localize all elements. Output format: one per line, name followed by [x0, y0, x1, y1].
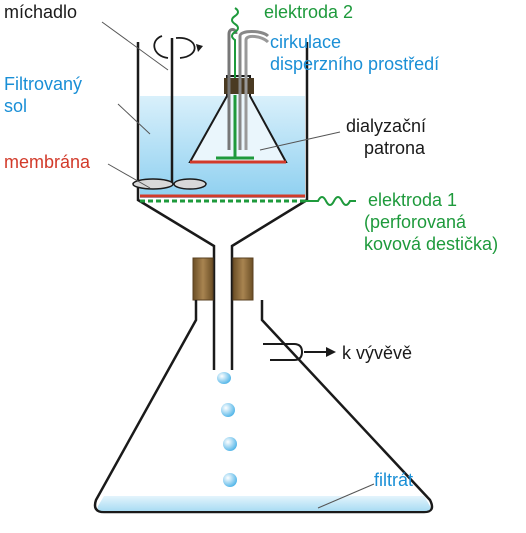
label-electrode1-2: (perforovaná	[364, 212, 467, 232]
drop	[217, 372, 231, 384]
label-pump: k vývěvě	[342, 343, 412, 363]
vacuum-side-arm	[263, 343, 304, 361]
label-electrode1-1: elektroda 1	[368, 190, 457, 210]
stirrer	[132, 35, 207, 190]
label-filtrate: filtrát	[374, 470, 413, 490]
label-stirrer: míchadlo	[4, 2, 77, 22]
dialysis-cartridge	[188, 7, 288, 164]
electrode2-wire	[231, 7, 239, 78]
label-filtered-sol-2: sol	[4, 96, 27, 116]
erlenmeyer-flask	[93, 300, 434, 514]
label-circulation-2: disperzního prostředí	[270, 54, 439, 74]
drop	[223, 437, 237, 451]
leader-lines	[101, 21, 375, 509]
label-filtered-sol-1: Filtrovaný	[4, 74, 82, 94]
label-dialysis-1: dialyzační	[346, 116, 426, 136]
label-electrode2: elektroda 2	[264, 2, 353, 22]
label-circulation-1: cirkulace	[270, 32, 341, 52]
label-membrane: membrána	[4, 152, 91, 172]
label-electrode1-3: kovová destička)	[364, 234, 498, 254]
electrode1-wire	[305, 196, 356, 206]
funnel-wall	[136, 42, 309, 370]
rubber-stopper	[192, 257, 254, 301]
rotation-arrow-icon	[175, 37, 196, 59]
drop	[221, 403, 235, 417]
arrow-right-icon	[326, 347, 336, 357]
label-dialysis-2: patrona	[364, 138, 426, 158]
labels: míchadlo elektroda 2 cirkulace disperzní…	[4, 2, 498, 490]
drops	[217, 372, 237, 487]
drop	[223, 473, 237, 487]
filtrate-liquid	[97, 496, 431, 511]
